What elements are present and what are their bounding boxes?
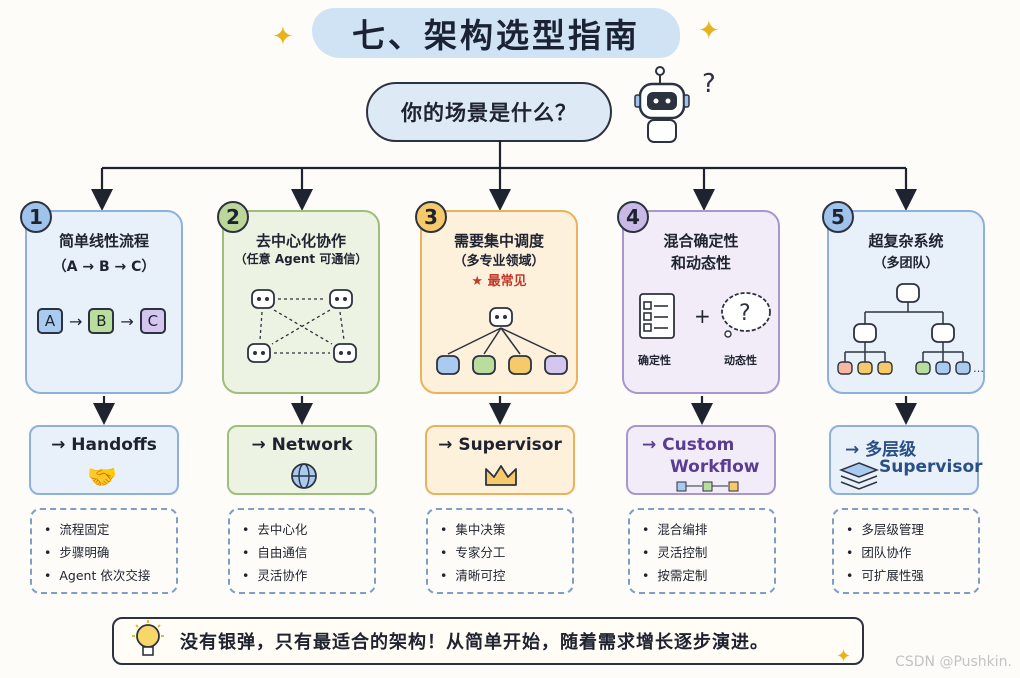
card-subtitle: （A → B → C） — [52, 259, 156, 275]
hierarchy-tree-icon: … — [837, 283, 984, 375]
card-title: 超复杂系统 — [868, 232, 944, 250]
arch-box-multilevel-supervisor: → 多层级 Supervisor — [829, 425, 983, 495]
footer-tip: 没有银弹，只有最适合的架构！从简单开始，随着需求增长逐步演进。 — [112, 617, 864, 665]
card-title: 去中心化协作 — [255, 232, 346, 250]
arrow-right-icon: → — [120, 311, 134, 331]
svg-text:…: … — [973, 362, 984, 375]
card-title: 需要集中调度 — [453, 232, 544, 250]
arch-name: → Handoffs — [51, 435, 157, 455]
step-badge: 4 — [617, 201, 649, 233]
deterministic-label: 确定性 — [638, 354, 671, 367]
question-bubble: 你的场景是什么？ — [366, 82, 612, 142]
scenario-card-2: 去中心化协作 （任意 Agent 可通信） — [222, 210, 380, 394]
dynamic-label: 动态性 — [724, 354, 757, 367]
most-common-tag: ★ 最常见 — [422, 270, 576, 289]
layers-icon — [839, 462, 879, 490]
step-badge: 3 — [415, 201, 447, 233]
feature-item: 自由通信 — [242, 541, 374, 564]
scenario-card-3: 需要集中调度 （多专业领域） ★ 最常见 — [420, 210, 578, 394]
step-badge: 5 — [822, 201, 854, 233]
feature-item: 专家分工 — [440, 541, 572, 564]
thought-cloud-icon: ? — [721, 292, 771, 338]
crown-icon — [485, 465, 517, 486]
feature-item: 去中心化 — [242, 518, 374, 541]
card-subtitle: （任意 Agent 可通信） — [234, 252, 368, 266]
feature-item: 团队协作 — [846, 541, 978, 564]
most-common-label: 最常见 — [487, 274, 527, 289]
feature-list-5: 多层级管理 团队协作 可扩展性强 — [832, 508, 980, 594]
lightbulb-icon — [132, 620, 164, 656]
arch-name: → Supervisor — [438, 435, 562, 455]
network-robots-icon — [247, 289, 357, 363]
feature-item: 按需定制 — [642, 564, 774, 587]
sparkle-icon: ✦ — [698, 16, 720, 46]
feature-list-4: 混合编排 灵活控制 按需定制 — [628, 508, 776, 594]
step-badge: 1 — [20, 201, 52, 233]
thinking-robot-icon: ? — [634, 66, 716, 143]
flow-step: B — [88, 308, 115, 334]
svg-text:?: ? — [702, 69, 716, 99]
arch-box-network: → Network — [227, 425, 377, 495]
feature-list-1: 流程固定 步骤明确 Agent 依次交接 — [30, 508, 178, 594]
card-subtitle: （多专业领域） — [453, 254, 545, 269]
arrow-right-icon: → — [69, 311, 83, 331]
flow-step: A — [37, 308, 63, 334]
card-title: 简单线性流程 — [58, 232, 149, 250]
feature-item: 混合编排 — [642, 518, 774, 541]
watermark: CSDN @Pushkin. — [895, 654, 1012, 670]
card-title: 混合确定性 — [663, 232, 739, 250]
arch-name: → Network — [251, 435, 353, 455]
scenario-card-5: 超复杂系统 （多团队） … — [827, 210, 985, 394]
sparkle-icon: ✦ — [836, 646, 852, 667]
feature-item: 清晰可控 — [440, 564, 572, 587]
flow-step: C — [139, 308, 166, 334]
arch-name: → Custom — [642, 435, 735, 455]
feature-item: 灵活控制 — [642, 541, 774, 564]
card-subtitle: （多团队） — [873, 256, 939, 271]
feature-item: 流程固定 — [44, 518, 176, 541]
checklist-icon — [639, 293, 675, 339]
sparkle-icon: ✦ — [272, 22, 294, 52]
arch-name-line2: Workflow — [670, 457, 760, 477]
supervisor-tree-icon — [436, 307, 568, 375]
handshake-icon: 🤝 — [87, 463, 117, 491]
feature-item: Agent 依次交接 — [44, 564, 176, 587]
step-badge: 2 — [217, 201, 249, 233]
globe-icon — [291, 463, 317, 489]
card-title-line2: 和动态性 — [670, 254, 731, 272]
feature-item: 可扩展性强 — [846, 564, 978, 587]
scenario-card-4: 混合确定性 和动态性 + ? 确定性 动态性 — [622, 210, 780, 394]
arch-name: → 多层级 — [845, 440, 917, 460]
feature-item: 多层级管理 — [846, 518, 978, 541]
arch-name-line2: Supervisor — [879, 457, 983, 477]
page-title: 七、架构选型指南 — [312, 8, 680, 58]
svg-text:?: ? — [739, 301, 751, 326]
arch-box-handoffs: → Handoffs 🤝 — [29, 425, 179, 495]
abc-flow: A → B → C — [37, 308, 166, 334]
arch-box-custom-workflow: → Custom Workflow — [626, 425, 776, 495]
feature-item: 步骤明确 — [44, 541, 176, 564]
feature-list-3: 集中决策 专家分工 清晰可控 — [426, 508, 574, 594]
scenario-card-1: 简单线性流程 （A → B → C） A → B → C — [25, 210, 183, 394]
star-icon: ★ — [471, 274, 484, 289]
feature-item: 灵活协作 — [242, 564, 374, 587]
arch-box-supervisor: → Supervisor — [425, 425, 575, 495]
workflow-icon — [676, 481, 739, 492]
feature-list-2: 去中心化 自由通信 灵活协作 — [228, 508, 376, 594]
plus-icon: + — [694, 304, 711, 328]
feature-item: 集中决策 — [440, 518, 572, 541]
